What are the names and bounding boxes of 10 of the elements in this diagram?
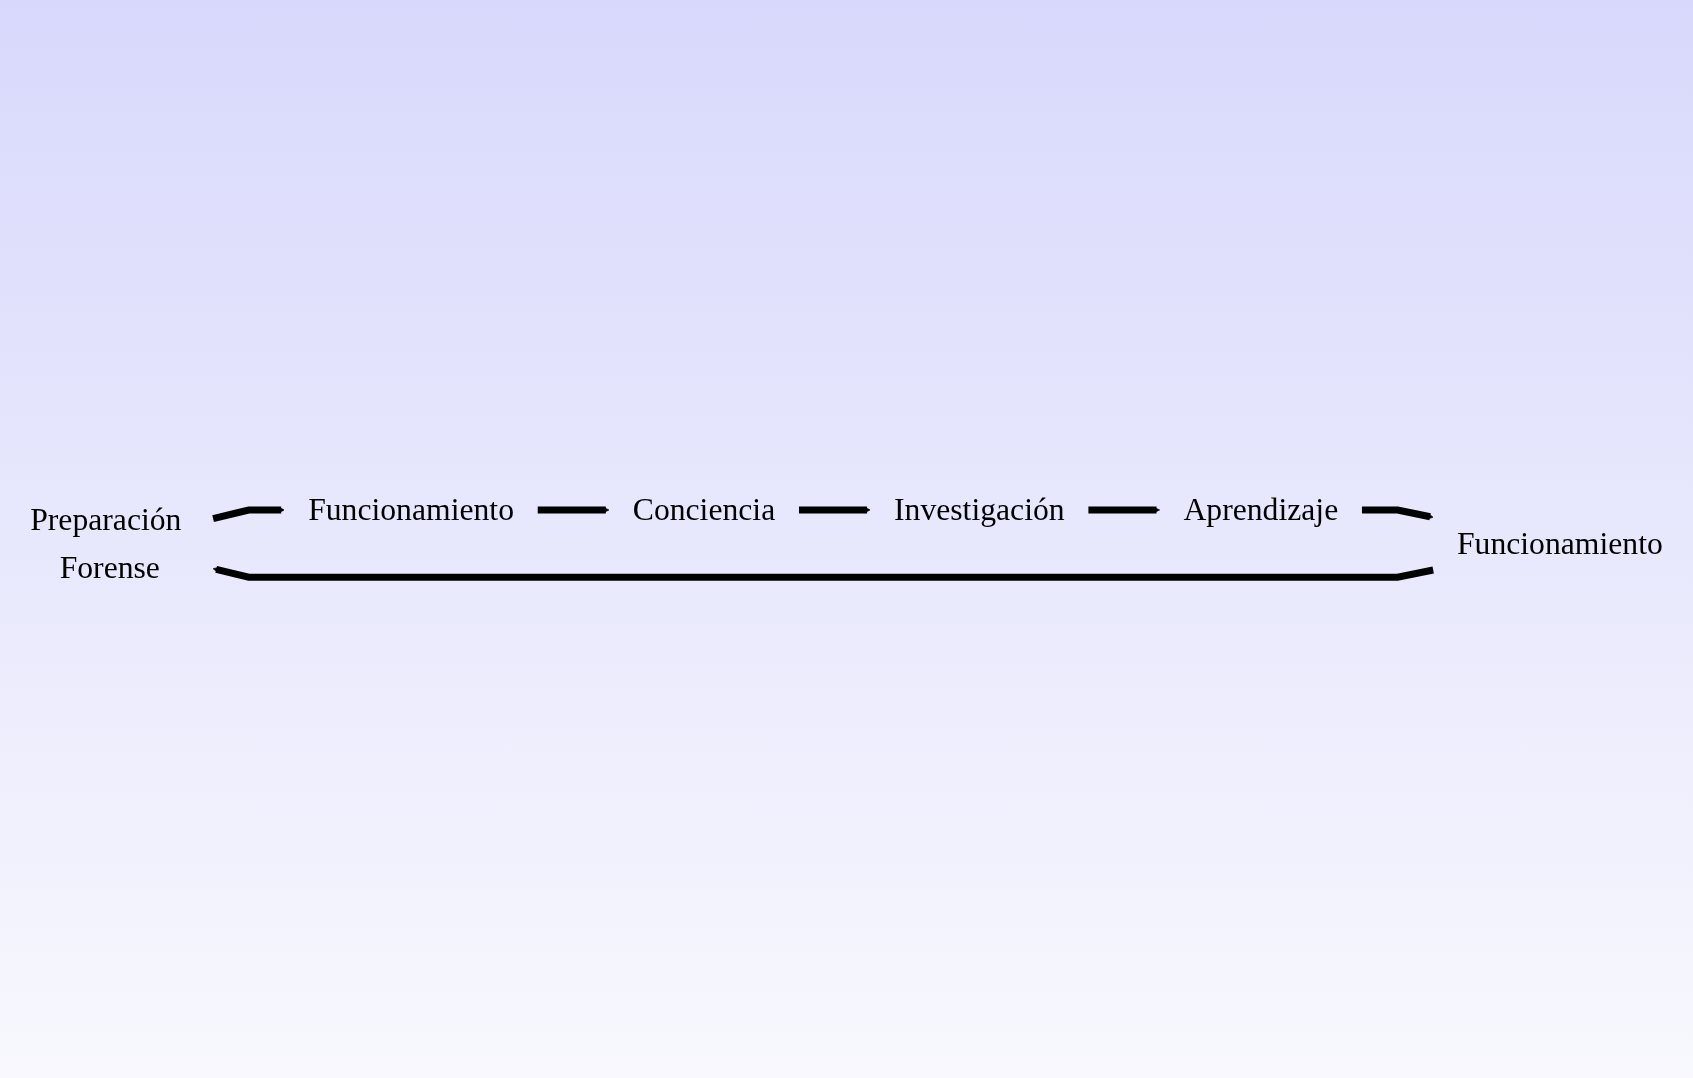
node-text: Funcionamiento [1456,525,1663,562]
node-text: Investigación [894,492,1065,528]
arrow [212,566,1434,582]
arrow [212,506,285,523]
node-text: Aprendizaje [1183,492,1339,528]
node-text: Conciencia [632,492,776,528]
node-text: Preparación Forense [30,501,182,586]
arrow [537,506,610,514]
node-text: Funcionamiento [308,492,514,528]
arrow [1361,506,1434,521]
